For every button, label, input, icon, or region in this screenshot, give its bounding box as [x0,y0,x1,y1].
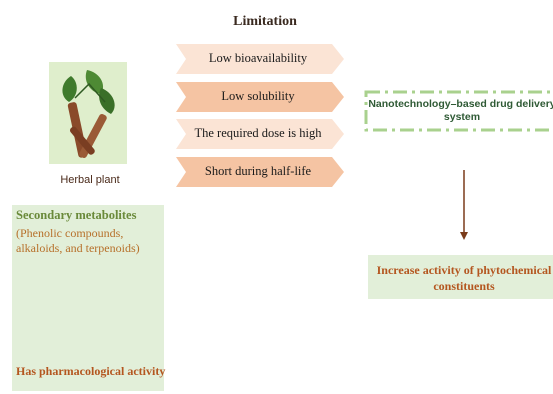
secondary-metabolites-title: Secondary metabolites [16,208,137,222]
limitation-title: Limitation [233,14,297,29]
herbal-plant-label: Herbal plant [60,174,120,186]
secondary-metabolites-subtitle: (Phenolic compounds, alkaloids, and terp… [16,226,140,255]
limitation-item-4: Short during half-life [204,164,312,178]
nano-dashed-box [364,90,553,132]
chevron-shape-4 [176,157,344,187]
chevron-shape-1 [176,44,344,74]
chevron-shape-3 [176,119,344,149]
limitation-item-1: Low bioavailability [208,51,308,65]
chevron-shape-2 [176,82,344,112]
plant-icon [62,70,115,159]
limitation-item-3: The required dose is high [194,126,322,140]
nanotechnology-label: Nanotechnology–based drug delivery syste… [368,98,553,123]
increase-activity-label: Increase activity of phytochemical const… [376,263,552,293]
herbal-plant-image [49,62,127,164]
secondary-metabolites-box [12,205,164,391]
limitation-item-2: Low solubility [221,89,295,103]
pharmacological-activity-label: Has pharmacological activity [16,364,166,378]
arrow-head-right [460,232,468,240]
increase-activity-box [368,255,553,299]
